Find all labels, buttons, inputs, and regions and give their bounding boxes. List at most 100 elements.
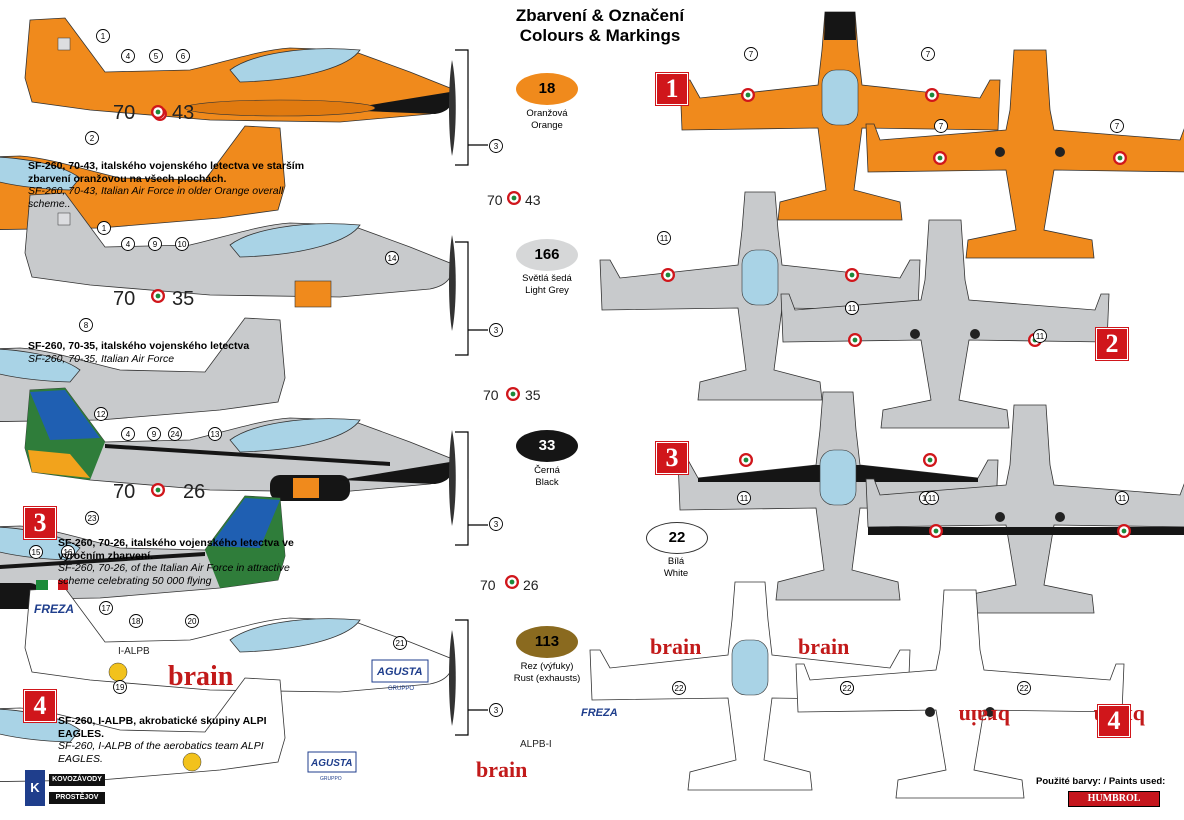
callout-number: 3	[494, 520, 499, 529]
callout-number: 2	[90, 134, 95, 143]
scheme-1-left-profile	[24, 17, 456, 156]
callout-number: 4	[126, 52, 131, 61]
logo-line-2: PROSTĚJOV	[49, 792, 105, 804]
s4-fin-sponsor-right: FREZA	[581, 707, 618, 719]
scheme-2-left-profile	[24, 192, 456, 331]
plan-2-top	[599, 191, 921, 401]
paint-name-orange-en: Orange	[531, 120, 563, 131]
paint-name-rust: Rez (výfuky) Rust (exhausts)	[487, 661, 607, 685]
callout-a3-left-2: 9	[147, 427, 161, 441]
callout-plan-4-2: 22	[1017, 681, 1031, 695]
plan-4-top	[589, 581, 911, 791]
s4-sponsor-main: brain	[168, 661, 234, 692]
s2-code-left: 70	[113, 288, 135, 310]
paint-name-rust-cz: Rez (výfuky)	[520, 661, 574, 672]
callout-number: 14	[388, 254, 397, 263]
title-en: Colours & Markings	[519, 26, 681, 45]
scheme-2-caption: SF-260, 70-35, italského vojenského lete…	[28, 340, 308, 365]
paint-chip-light-grey: 166	[516, 239, 578, 271]
callout-a2-left-3: 8	[79, 318, 93, 332]
callout-number: 18	[132, 617, 141, 626]
s4-cowl-sponsor-left: AGUSTA	[376, 666, 423, 678]
scheme-1-title-cz: SF-260, 70-43, italského vojenského lete…	[28, 160, 305, 185]
s4-registration-right: ALPB-I	[520, 739, 552, 750]
s4r-sponsor-main: brain	[476, 757, 527, 782]
manufacturer-logo: K KOVOZÁVODY PROSTĚJOV	[25, 770, 105, 806]
callout-a3-left-6: 24	[168, 427, 182, 441]
paint-name-light-grey-cz: Světlá šedá	[522, 273, 572, 284]
s4-cowl-sub-left: GRUPPO	[388, 686, 414, 692]
callout-a4-left-7: 21	[393, 636, 407, 650]
scheme-2-title-en: SF-260, 70-35, Italian Air Force	[28, 352, 175, 365]
callout-number: 12	[97, 410, 106, 419]
callout-a1-left-1: 2	[85, 131, 99, 145]
scheme-3-title-cz: SF-260, 70-26, italského vojenského lete…	[58, 537, 294, 562]
callout-number: 11	[1036, 332, 1045, 341]
callout-number: 3	[494, 142, 499, 151]
plan-4-bottom	[795, 589, 1125, 799]
callout-number: 7	[1115, 122, 1120, 131]
callout-number: 6	[181, 52, 186, 61]
paint-name-light-grey-en: Light Grey	[525, 285, 569, 296]
callout-a2-left-0: 1	[97, 221, 111, 235]
callout-number: 13	[211, 430, 220, 439]
s4-registration-left: I-ALPB	[118, 646, 150, 657]
s1-code-left: 70	[113, 102, 135, 124]
callout-number: 22	[675, 684, 684, 693]
s2r-code-right: 35	[525, 387, 541, 403]
callout-a1-left-0: 1	[96, 29, 110, 43]
paint-chip-black: 33	[516, 430, 578, 462]
scheme-1-number: 1	[656, 73, 688, 105]
paint-name-orange: Oranžová Orange	[487, 108, 607, 132]
callout-plan-3-0: 11	[737, 491, 751, 505]
logo-letter: K	[25, 770, 45, 806]
scheme-2-right-profile	[0, 317, 286, 423]
paint-name-orange-cz: Oranžová	[526, 108, 568, 119]
plan-2-bottom	[780, 219, 1110, 429]
callout-plan-1-0: 7	[744, 47, 758, 61]
callout-number: 11	[660, 234, 669, 243]
scheme-3-title-en: SF-260, 70-26, of the Italian Air Force …	[58, 562, 290, 587]
logo-line-1: KOVOZÁVODY	[49, 774, 105, 786]
plan-1-bottom	[865, 49, 1184, 259]
callout-number: 23	[88, 514, 97, 523]
callout-plan-4-3: 22	[840, 681, 854, 695]
callout-plan-3-2: 11	[925, 491, 939, 505]
paint-name-black: Černá Black	[487, 465, 607, 489]
scheme-2-number-plan: 2	[1096, 328, 1128, 360]
callout-a1-left-3: 4	[121, 49, 135, 63]
callout-number: 9	[152, 430, 157, 439]
scheme-2-title-cz: SF-260, 70-35, italského vojenského lete…	[28, 340, 250, 352]
callout-number: 11	[928, 494, 937, 503]
paints-used-label: Použité barvy: / Paints used:	[1036, 776, 1166, 787]
paint-chip-rust: 113	[516, 626, 578, 658]
scheme-1-caption: SF-260, 70-43, italského vojenského lete…	[28, 160, 308, 210]
callout-a2-left-2: 4	[121, 237, 135, 251]
callout-plan-4-0: 22	[672, 681, 686, 695]
callout-number: 15	[32, 548, 41, 557]
s3-code-left: 70	[113, 481, 135, 503]
paint-name-white: Bílá White	[616, 556, 736, 580]
s1-code-right: 43	[172, 102, 194, 124]
scheme-1-right-profile	[0, 125, 286, 231]
page-title: Zbarvení & Označení Colours & Markings	[440, 6, 760, 46]
callout-number: 3	[494, 706, 499, 715]
paint-name-black-en: Black	[535, 477, 559, 488]
plan4-sponsor-under-left: brain	[959, 705, 1010, 730]
plan-1-top	[679, 11, 1001, 221]
callout-a4-left-1: 15	[29, 545, 43, 559]
callout-number: 7	[939, 122, 944, 131]
plan-3-top	[677, 391, 999, 601]
prop-brackets	[455, 49, 488, 736]
s2-code-right: 35	[172, 288, 194, 310]
callout-plan-3-3: 11	[1115, 491, 1129, 505]
callout-a4-left-0: 3	[489, 703, 503, 717]
callout-number: 11	[740, 494, 749, 503]
callout-number: 22	[1020, 684, 1029, 693]
callout-plan-1-3: 7	[1110, 119, 1124, 133]
scheme-4-caption: SF-260, I-ALPB, akrobatické skupiny ALPI…	[58, 715, 283, 765]
paint-name-light-grey: Světlá šedá Light Grey	[487, 273, 607, 297]
callout-number: 4	[126, 430, 131, 439]
